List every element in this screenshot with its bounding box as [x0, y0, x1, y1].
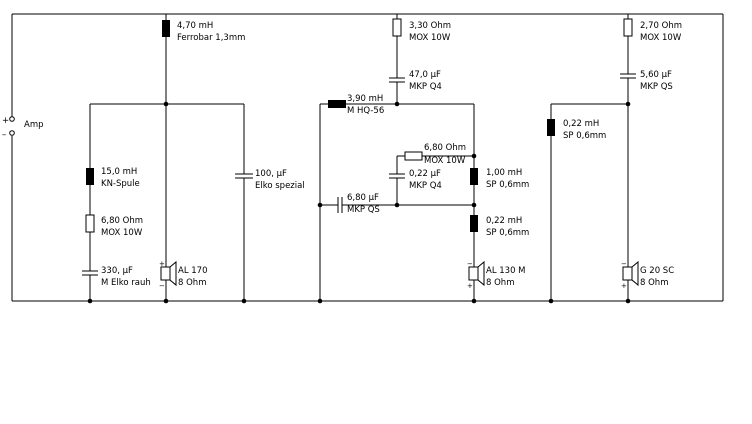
inductor-mid-2 [470, 215, 478, 232]
label-r-tw-top-value: 2,70 Ohm [640, 21, 682, 31]
inductor-mid-1 [470, 168, 478, 185]
speaker-g20sc: − + [621, 260, 639, 290]
label-l-mid1-type: SP 0,6mm [486, 180, 529, 190]
capacitor-bass [82, 270, 98, 276]
label-r-bass-value: 6,80 Ohm [101, 216, 143, 226]
label-r-notch-value: 6,80 Ohm [424, 143, 466, 153]
label-c-notch-value: 0,22 µF [409, 169, 441, 179]
label-l-mid1-value: 1,00 mH [486, 168, 522, 178]
svg-text:+: + [621, 282, 627, 290]
label-al170-impedance: 8 Ohm [178, 278, 206, 288]
resistor-mid-top [392, 18, 402, 37]
inductor-kn-spule [86, 168, 94, 185]
label-c-mid-top-value: 47,0 µF [409, 70, 441, 80]
label-ferrobar-value: 4,70 mH [177, 21, 213, 31]
label-c-notch-type: MKP Q4 [409, 181, 442, 191]
svg-text:−: − [159, 282, 165, 290]
inductor-ferrobar [162, 20, 170, 37]
label-l-tw-type: SP 0,6mm [563, 131, 606, 141]
label-l-mid2-type: SP 0,6mm [486, 228, 529, 238]
amp-input-terminals: + – Amp [2, 116, 44, 140]
label-c-mkpqs-type: MKP QS [347, 205, 380, 215]
label-c-elko-type: Elko spezial [255, 181, 305, 191]
label-l-tw-value: 0,22 mH [563, 119, 599, 129]
label-c-bass-type: M Elko rauh [101, 278, 151, 288]
woofer-branch: + − [82, 14, 253, 301]
amp-plus-sign: + [2, 116, 9, 126]
label-r-notch-type: MOX 10W [424, 156, 466, 166]
component-labels: 4,70 mH Ferrobar 1,3mm 15,0 mH KN-Spule … [101, 21, 682, 288]
label-c-elko-value: 100, µF [255, 169, 287, 179]
resistor-tw-top [623, 18, 633, 37]
label-r-tw-top-type: MOX 10W [640, 33, 682, 43]
capacitor-mid-notch [389, 173, 405, 179]
capacitor-mid-top [389, 77, 405, 83]
label-al130-impedance: 8 Ohm [486, 278, 514, 288]
midrange-branch: − + [317, 14, 485, 301]
speaker-al130: − + [467, 260, 485, 290]
svg-text:+: + [467, 282, 473, 290]
wire-rails [11, 13, 724, 302]
svg-text:+: + [159, 260, 165, 268]
label-c-tw-top-type: MKP QS [640, 82, 673, 92]
label-al130-name: AL 130 M [486, 266, 526, 276]
label-r-bass-type: MOX 10W [101, 228, 143, 238]
label-r-mid-top-value: 3,30 Ohm [409, 21, 451, 31]
label-ferrobar-type: Ferrobar 1,3mm [177, 33, 245, 43]
speaker-al170: + − [159, 260, 177, 290]
label-c-tw-top-value: 5,60 µF [640, 70, 672, 80]
label-c-bass-value: 330, µF [101, 266, 133, 276]
label-kn-type: KN-Spule [101, 179, 140, 189]
amp-label: Amp [24, 120, 44, 130]
label-hq56-value: 3,90 mH [347, 94, 383, 104]
label-g20-name: G 20 SC [640, 266, 674, 276]
ground-junctions [87, 298, 631, 304]
label-c-mkpqs-value: 6,80 µF [347, 193, 379, 203]
label-al170-name: AL 170 [178, 266, 207, 276]
label-r-mid-top-type: MOX 10W [409, 33, 451, 43]
label-kn-value: 15,0 mH [101, 167, 137, 177]
label-hq56-type: M HQ-56 [347, 106, 384, 116]
amp-minus-sign: – [2, 130, 6, 140]
label-g20-impedance: 8 Ohm [640, 278, 668, 288]
label-l-mid2-value: 0,22 mH [486, 216, 522, 226]
svg-text:−: − [621, 260, 627, 268]
capacitor-mkp-qs [337, 197, 343, 213]
resistor-bass [85, 214, 95, 233]
label-c-mid-top-type: MKP Q4 [409, 82, 442, 92]
capacitor-tw-top [620, 73, 636, 79]
capacitor-elko-spezial [235, 173, 253, 179]
tweeter-branch: − + [547, 14, 639, 301]
inductor-hq56 [328, 100, 346, 108]
inductor-tweeter [547, 119, 555, 136]
svg-text:−: − [467, 260, 473, 268]
resistor-mid-notch [404, 151, 423, 161]
